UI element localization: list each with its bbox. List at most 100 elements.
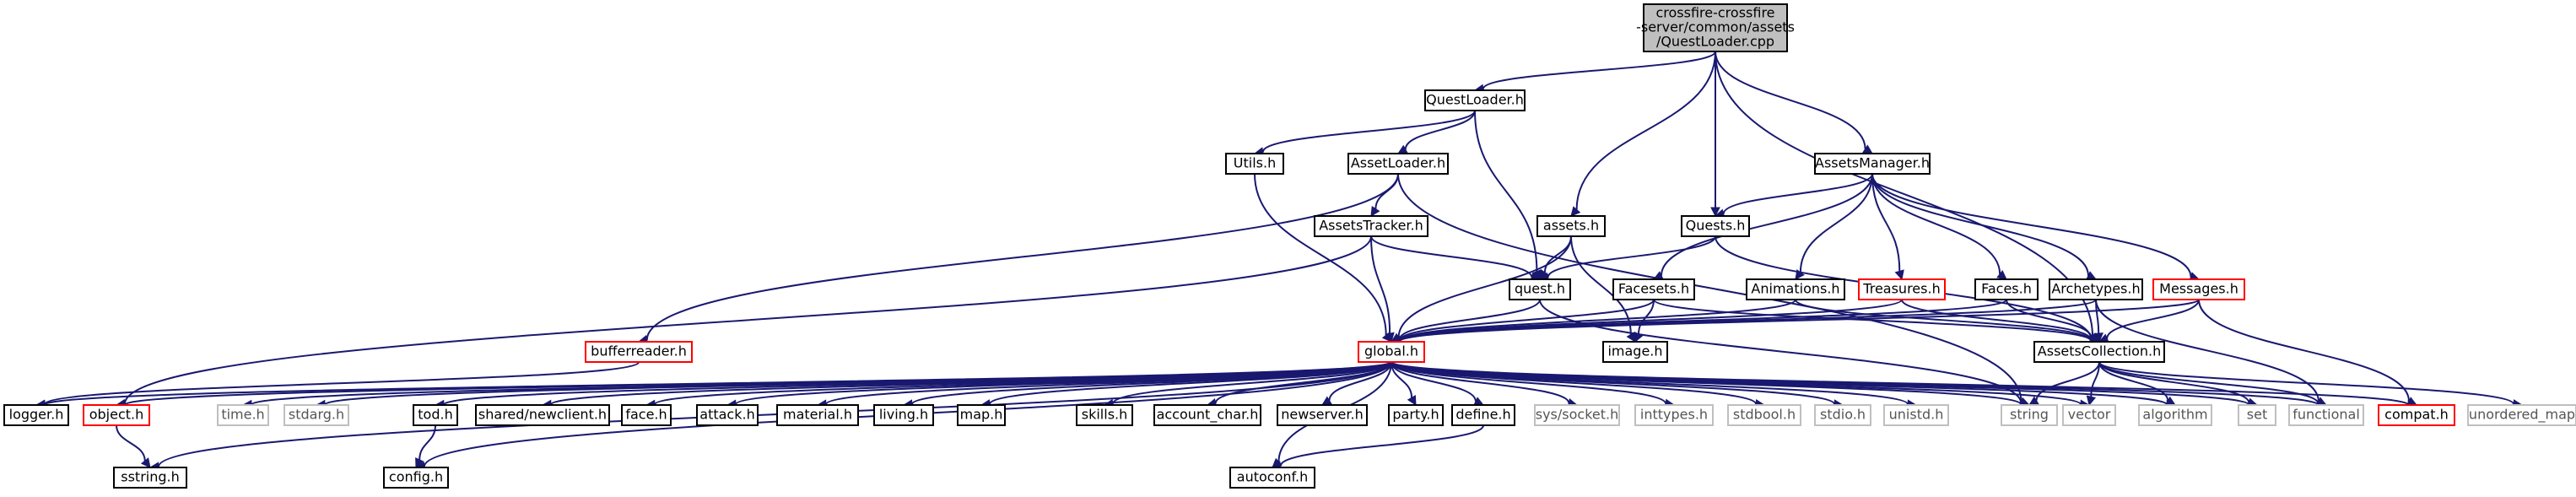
node-label: stdarg.h <box>289 407 344 423</box>
edge-global_h-to-algorithm <box>1391 361 2168 406</box>
node-logger-h[interactable]: logger.h <box>3 404 69 426</box>
edge-quest_h-to-string <box>1539 299 2022 404</box>
edge-global_h-to-skills_h <box>1111 361 1392 405</box>
node-box <box>1509 278 1571 300</box>
node-quests-h[interactable]: Quests.h <box>1681 215 1750 237</box>
node-assets-h[interactable]: assets.h <box>1536 215 1606 237</box>
node-box <box>1746 278 1845 300</box>
node-unordered-map: unordered_map <box>2467 404 2576 426</box>
node-config-h[interactable]: config.h <box>383 467 449 489</box>
node-quest-h[interactable]: quest.h <box>1509 278 1571 300</box>
node-stdio-h: stdio.h <box>1814 404 1871 426</box>
edge-assetscollection_h-to-string <box>2035 361 2100 401</box>
node-box <box>1229 467 1315 489</box>
arrowhead-root-to-assets_h <box>1570 206 1581 217</box>
node-root[interactable]: crossfire-crossfire-server/common/assets… <box>1636 3 1795 52</box>
node-questloader-h[interactable]: QuestLoader.h <box>1424 89 1526 111</box>
node-label: unistd.h <box>1889 407 1944 423</box>
node-compat-h[interactable]: compat.h <box>2378 404 2455 426</box>
node-label: string <box>2010 407 2049 423</box>
edge-questloader_h-to-utils_h <box>1261 110 1476 153</box>
edge-assetscollection_h-to-algorithm <box>2098 361 2169 402</box>
node-box <box>2033 341 2165 363</box>
node-newserver-h[interactable]: newserver.h <box>1277 404 1368 426</box>
node-label: tod.h <box>418 407 452 423</box>
node-box <box>217 404 269 426</box>
node-shared-newclient-h[interactable]: shared/newclient.h <box>475 404 610 426</box>
node-define-h[interactable]: define.h <box>1451 404 1515 426</box>
node-map-h[interactable]: map.h <box>957 404 1006 426</box>
edge-animations_h-to-assetscollection_h <box>1795 299 2093 342</box>
node-label: AssetLoader.h <box>1351 155 1445 171</box>
node-utils-h[interactable]: Utils.h <box>1225 153 1284 175</box>
node-faces-h[interactable]: Faces.h <box>1974 278 2039 300</box>
node-object-h[interactable]: object.h <box>83 404 150 426</box>
arrowhead-assetloader_h-to-assetstracker_h <box>1370 206 1380 217</box>
node-messages-h[interactable]: Messages.h <box>2152 278 2245 300</box>
node-face-h[interactable]: face.h <box>621 404 672 426</box>
node-living-h[interactable]: living.h <box>873 404 934 426</box>
node-animations-h[interactable]: Animations.h <box>1746 278 1845 300</box>
edge-global_h-to-sstring_h <box>157 361 1392 467</box>
edge-assetsmanager_h-to-treasures_h <box>1871 173 1901 272</box>
node-label: Animations.h <box>1751 281 1839 297</box>
node-archetypes-h[interactable]: Archetypes.h <box>2049 278 2143 300</box>
node-assetscollection-h[interactable]: AssetsCollection.h <box>2033 341 2165 363</box>
node-account-char-h[interactable]: account_char.h <box>1153 404 1261 426</box>
edge-global_h-to-party_h <box>1391 361 1413 398</box>
node-assetsmanager-h[interactable]: AssetsManager.h <box>1814 153 1931 175</box>
node-box <box>1225 153 1284 175</box>
node-assetstracker-h[interactable]: AssetsTracker.h <box>1314 215 1428 237</box>
node-bufferreader-h[interactable]: bufferreader.h <box>585 341 693 363</box>
node-stdbool-h: stdbool.h <box>1727 404 1801 426</box>
node-facesets-h[interactable]: Facesets.h <box>1612 278 1695 300</box>
node-label: compat.h <box>2384 407 2449 423</box>
node-attack-h[interactable]: attack.h <box>696 404 759 426</box>
node-treasures-h[interactable]: Treasures.h <box>1858 278 1946 300</box>
node-label: AssetsManager.h <box>1815 155 1930 171</box>
edge-quest_h-to-global_h <box>1398 299 1541 340</box>
edge-questloader_h-to-assetloader_h <box>1404 110 1476 150</box>
node-box <box>1612 278 1695 300</box>
edge-assets_h-to-global_h <box>1397 235 1572 338</box>
node-label: newserver.h <box>1281 407 1363 423</box>
node-box <box>1883 404 1949 426</box>
node-party-h[interactable]: party.h <box>1388 404 1444 426</box>
node-autoconf-h[interactable]: autoconf.h <box>1229 467 1315 489</box>
edge-messages_h-to-compat_h <box>2198 299 2410 402</box>
node-assetloader-h[interactable]: AssetLoader.h <box>1347 153 1449 175</box>
edge-assetstracker_h-to-quest_h <box>1370 235 1533 278</box>
node-label: QuestLoader.h <box>1426 92 1524 108</box>
node-skills-h[interactable]: skills.h <box>1076 404 1133 426</box>
edge-treasures_h-to-assetscollection_h <box>1901 299 2093 341</box>
node-box <box>383 467 449 489</box>
node-box <box>284 404 349 426</box>
edge-global_h-to-map_h <box>988 361 1392 405</box>
arrowhead-root-to-quests_h <box>1710 207 1720 218</box>
node-material-h[interactable]: material.h <box>776 404 859 426</box>
node-box <box>1974 278 2039 300</box>
nodes-layer: crossfire-crossfire-server/common/assets… <box>3 3 2576 489</box>
node-label: party.h <box>1392 407 1439 423</box>
node-sys-socket-h: sys/socket.h <box>1534 404 1620 426</box>
node-box <box>585 341 693 363</box>
node-sstring-h[interactable]: sstring.h <box>113 467 187 489</box>
edge-messages_h-to-global_h <box>1398 299 2200 343</box>
node-box <box>1536 215 1606 237</box>
node-label: AssetsTracker.h <box>1319 218 1423 234</box>
node-label: quest.h <box>1515 281 1565 297</box>
node-tod-h[interactable]: tod.h <box>413 404 458 426</box>
node-global-h[interactable]: global.h <box>1358 341 1425 363</box>
node-label: global.h <box>1364 343 1418 359</box>
edge-assetscollection_h-to-unordered_map <box>2098 361 2515 405</box>
node-box <box>2001 404 2058 426</box>
edge-assetloader_h-to-string <box>1397 173 2022 402</box>
arrowhead-archetypes_h-to-assetscollection_h <box>2093 332 2103 343</box>
node-label: image.h <box>1607 343 1662 359</box>
node-box <box>1347 153 1449 175</box>
edge-assetsmanager_h-to-archetypes_h <box>1871 173 2089 276</box>
edge-global_h-to-inttypes_h <box>1391 361 1667 404</box>
node-stdarg-h: stdarg.h <box>284 404 349 426</box>
node-image-h[interactable]: image.h <box>1602 341 1668 363</box>
edge-global_h-to-newserver_h <box>1328 361 1392 401</box>
